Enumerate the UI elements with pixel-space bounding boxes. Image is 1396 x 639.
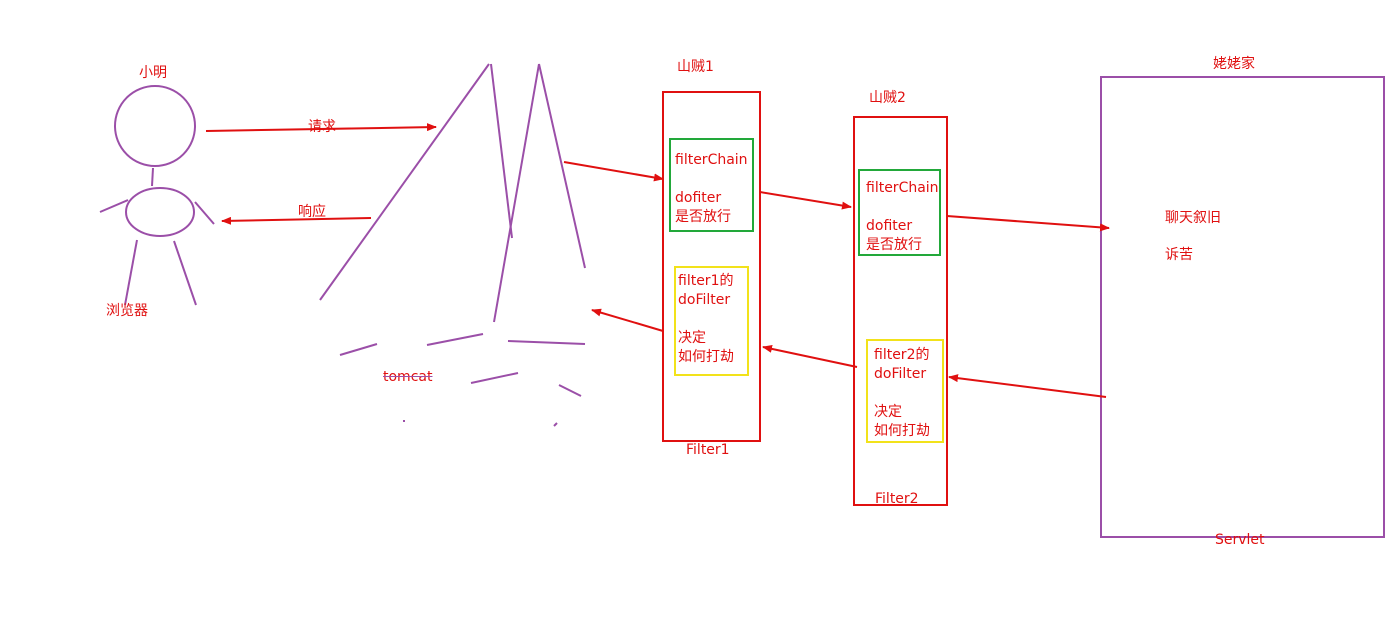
person-left-leg — [124, 239, 138, 306]
filter1-dofilter-box — [674, 266, 749, 376]
browser-label: 浏览器 — [106, 303, 148, 319]
filter2-chain-text: filterChain dofiter 是否放行 — [866, 180, 939, 253]
filter1-chain-box — [669, 138, 754, 232]
servlet-box — [1100, 76, 1385, 538]
person-figure — [99, 85, 215, 306]
filter1-box — [662, 91, 761, 442]
filter2-top-label: 山贼2 — [869, 90, 906, 106]
filter2-to-servlet-arrow — [946, 215, 1110, 232]
filter1-bottom-label: Filter1 — [686, 442, 730, 458]
response-label: 响应 — [298, 204, 326, 220]
servlet-to-filter2-arrow — [948, 374, 1107, 398]
servlet-complain-text: 诉苦 — [1165, 247, 1193, 263]
servlet-top-label: 姥姥家 — [1213, 56, 1255, 72]
tomcat-label: tomcat — [383, 369, 433, 385]
response-arrow — [221, 216, 372, 225]
tomcat-shape — [319, 63, 586, 427]
filter2-dofilter-box — [866, 339, 944, 443]
servlet-bottom-label: Servlet — [1215, 532, 1265, 548]
filter1-to-tomcat-arrow — [591, 308, 664, 332]
tomcat-to-filter1-arrow — [563, 161, 664, 182]
filter1-chain-text: filterChain dofiter 是否放行 — [675, 152, 748, 225]
person-right-leg — [173, 240, 197, 306]
filter1-top-label: 山贼1 — [677, 59, 714, 75]
person-name: 小明 — [139, 65, 167, 81]
person-body — [125, 187, 195, 237]
request-label: 请求 — [308, 119, 336, 135]
filter2-chain-box — [858, 169, 941, 256]
filter1-to-filter2-arrow — [759, 191, 852, 210]
person-left-arm — [99, 199, 129, 213]
person-right-arm — [194, 201, 215, 225]
filter2-bottom-label: Filter2 — [875, 491, 919, 507]
filter2-box — [853, 116, 948, 506]
request-arrow — [205, 123, 437, 132]
person-neck — [151, 167, 154, 187]
filter2-dofilter-text: filter2的 doFilter 决定 如何打劫 — [874, 347, 930, 439]
person-head — [114, 85, 196, 167]
filter2-to-filter1-arrow — [762, 344, 858, 368]
filter1-dofilter-text: filter1的 doFilter 决定 如何打劫 — [678, 273, 734, 365]
servlet-chat-text: 聊天叙旧 — [1165, 210, 1221, 226]
